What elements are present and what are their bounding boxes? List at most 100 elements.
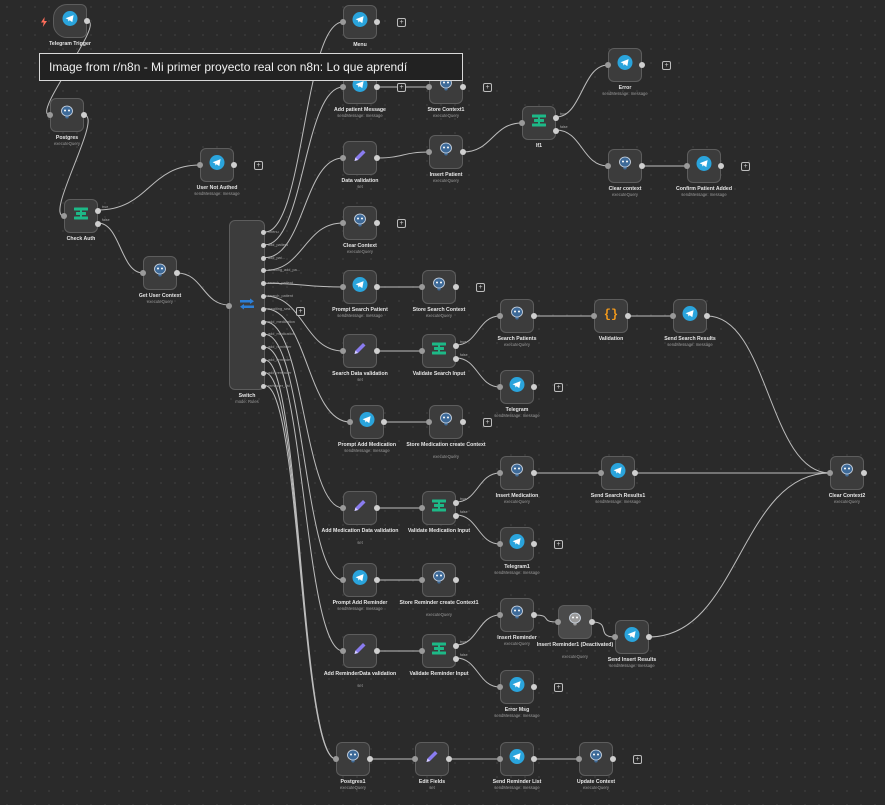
clear-context-main-output-port[interactable]	[374, 220, 380, 226]
send-reminder-list-node[interactable]	[497, 742, 537, 776]
insert-patient-output-port[interactable]	[460, 149, 466, 155]
insert-reminder1-node[interactable]	[555, 605, 595, 639]
error-msg-input-port[interactable]	[497, 684, 503, 690]
add-medication-data-validation-output-port[interactable]	[374, 505, 380, 511]
user-not-authed-add-button[interactable]: +	[254, 161, 263, 170]
telegram-input-port[interactable]	[497, 384, 503, 390]
insert-reminder1-output-port[interactable]	[589, 619, 595, 625]
postgres-output-port[interactable]	[81, 112, 87, 118]
update-context-output-port[interactable]	[610, 756, 616, 762]
edit-fields-input-port[interactable]	[412, 756, 418, 762]
insert-reminder1-input-port[interactable]	[555, 619, 561, 625]
postgres-node[interactable]	[47, 98, 87, 132]
store-search-context-output-port[interactable]	[453, 284, 459, 290]
validation-input-port[interactable]	[591, 313, 597, 319]
store-search-context-add-button[interactable]: +	[476, 283, 485, 292]
store-reminder-create-context-output-port[interactable]	[453, 577, 459, 583]
send-insert-results-output-port[interactable]	[646, 634, 652, 640]
clear-context-main-node[interactable]	[340, 206, 380, 240]
send-insert-results-input-port[interactable]	[612, 634, 618, 640]
telegram-node[interactable]	[497, 370, 537, 404]
data-validation-input-port[interactable]	[340, 155, 346, 161]
validate-medication-input-node[interactable]	[419, 491, 459, 525]
insert-patient-node[interactable]	[426, 135, 466, 169]
prompt-search-patient-output-port[interactable]	[374, 284, 380, 290]
postgres1-input-port[interactable]	[333, 756, 339, 762]
menu-input-port[interactable]	[340, 19, 346, 25]
update-context-node[interactable]	[576, 742, 616, 776]
switch-output-port[interactable]	[261, 358, 266, 363]
search-patients-node[interactable]	[497, 299, 537, 333]
validate-reminder-input-input-port[interactable]	[419, 648, 425, 654]
check-auth-node[interactable]	[61, 199, 101, 233]
switch-output-port[interactable]	[261, 255, 266, 261]
search-patients-output-port[interactable]	[531, 313, 537, 319]
send-reminder-list-input-port[interactable]	[497, 756, 503, 762]
validate-reminder-input-true-port[interactable]	[453, 643, 459, 649]
error-add-button[interactable]: +	[662, 61, 671, 70]
store-reminder-create-context-input-port[interactable]	[419, 577, 425, 583]
prompt-add-reminder-node[interactable]	[340, 563, 380, 597]
get-user-context-output-port[interactable]	[174, 270, 180, 276]
store-context1-output-port[interactable]	[460, 84, 466, 90]
switch-output-port[interactable]	[261, 319, 266, 325]
search-data-validation-output-port[interactable]	[374, 348, 380, 354]
store-search-context-node[interactable]	[419, 270, 459, 304]
if1-input-port[interactable]	[519, 120, 525, 126]
validate-medication-input-true-port[interactable]	[453, 500, 459, 506]
edit-fields-node[interactable]	[412, 742, 452, 776]
switch-output-port[interactable]	[261, 306, 266, 312]
send-search-results-node[interactable]	[670, 299, 710, 333]
add-reminder-data-validation-node[interactable]	[340, 634, 380, 668]
send-search-results1-input-port[interactable]	[598, 470, 604, 476]
validation-output-port[interactable]	[625, 313, 631, 319]
switch-output-port[interactable]	[261, 370, 266, 376]
telegram1-add-button[interactable]: +	[554, 540, 563, 549]
postgres1-node[interactable]	[333, 742, 373, 776]
clear-context-main-input-port[interactable]	[340, 220, 346, 226]
add-reminder-data-validation-input-port[interactable]	[340, 648, 346, 654]
clear-context-node[interactable]	[605, 149, 645, 183]
check-auth-false-port[interactable]	[95, 221, 101, 227]
clear-context2-output-port[interactable]	[861, 470, 867, 476]
user-not-authed-node[interactable]	[197, 148, 237, 182]
validate-reminder-input-node[interactable]	[419, 634, 459, 668]
store-reminder-create-context-node[interactable]	[419, 563, 459, 597]
postgres-input-port[interactable]	[47, 112, 53, 118]
switch-output-port[interactable]	[261, 332, 266, 338]
menu-output-port[interactable]	[374, 19, 380, 25]
error-node[interactable]	[605, 48, 645, 82]
send-search-results-output-port[interactable]	[704, 313, 710, 319]
clear-context-output-port[interactable]	[639, 163, 645, 169]
if1-false-port[interactable]	[553, 128, 559, 134]
error-msg-add-button[interactable]: +	[554, 683, 563, 692]
store-medication-create-context-node[interactable]	[426, 405, 466, 439]
telegram-add-button[interactable]: +	[554, 383, 563, 392]
store-medication-create-context-add-button[interactable]: +	[483, 418, 492, 427]
switch-input-port[interactable]	[226, 303, 232, 309]
send-search-results-input-port[interactable]	[670, 313, 676, 319]
insert-patient-input-port[interactable]	[426, 149, 432, 155]
telegram-output-port[interactable]	[531, 384, 537, 390]
store-medication-create-context-input-port[interactable]	[426, 419, 432, 425]
send-search-results1-node[interactable]	[598, 456, 638, 490]
search-data-validation-input-port[interactable]	[340, 348, 346, 354]
store-medication-create-context-output-port[interactable]	[460, 419, 466, 425]
validation-node[interactable]: {}	[591, 299, 631, 333]
send-insert-results-node[interactable]	[612, 620, 652, 654]
telegram1-output-port[interactable]	[531, 541, 537, 547]
confirm-patient-added-add-button[interactable]: +	[741, 162, 750, 171]
validate-medication-input-false-port[interactable]	[453, 513, 459, 519]
prompt-add-medication-node[interactable]	[347, 405, 387, 439]
validate-search-input-true-port[interactable]	[453, 343, 459, 349]
switch-node[interactable]	[226, 220, 265, 390]
store-context1-input-port[interactable]	[426, 84, 432, 90]
if1-node[interactable]	[519, 106, 559, 140]
add-patient-message-output-port[interactable]	[374, 84, 380, 90]
add-medication-data-validation-node[interactable]	[340, 491, 380, 525]
validate-search-input-input-port[interactable]	[419, 348, 425, 354]
switch-add-button[interactable]: +	[296, 307, 305, 316]
telegram1-input-port[interactable]	[497, 541, 503, 547]
switch-output-port[interactable]	[261, 294, 266, 299]
clear-context-main-add-button[interactable]: +	[397, 219, 406, 228]
